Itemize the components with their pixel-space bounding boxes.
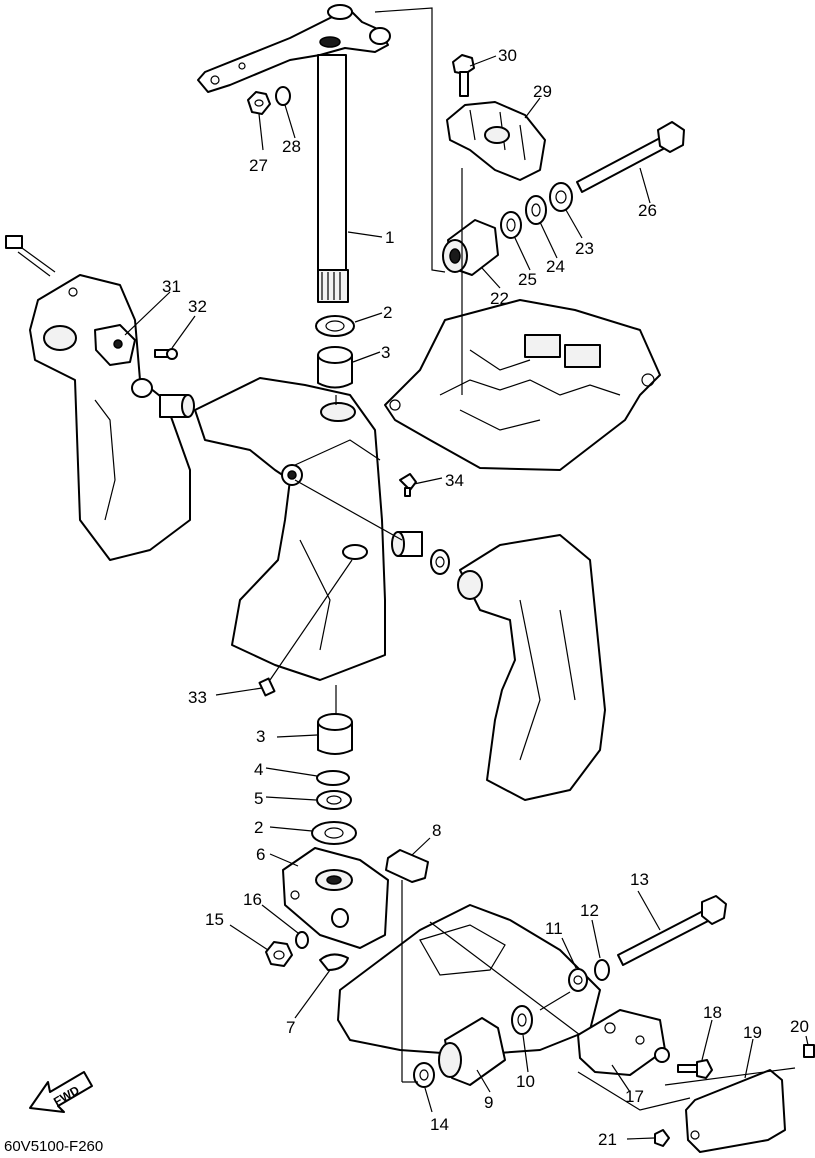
callout-2-bottom: 2 xyxy=(254,818,263,837)
mount-bracket-29 xyxy=(446,101,546,181)
callout-3-bottom: 3 xyxy=(256,727,265,746)
washer-18a xyxy=(654,1047,670,1063)
callout-26: 26 xyxy=(638,201,657,220)
forward-arrow-icon: FWD xyxy=(29,1071,93,1113)
right-bushing xyxy=(391,531,450,575)
bracket-17 xyxy=(577,1009,666,1076)
bush-3-top xyxy=(317,346,353,389)
callout-33: 33 xyxy=(188,688,207,707)
mount-rubber-22 xyxy=(442,219,499,276)
callout-25: 25 xyxy=(518,270,537,289)
washer-5 xyxy=(316,790,352,810)
callout-9: 9 xyxy=(484,1093,493,1112)
left-clamp-bracket xyxy=(29,274,191,561)
lower-mount-housing-6 xyxy=(282,847,389,949)
washer-25 xyxy=(500,211,522,239)
callout-1: 1 xyxy=(385,228,394,247)
steering-shaft xyxy=(317,54,349,303)
upper-casing xyxy=(384,299,661,471)
callout-leaders xyxy=(124,55,809,1140)
left-pin-and-collar xyxy=(131,378,195,418)
washer-28 xyxy=(275,86,291,106)
lower-casing-outline xyxy=(337,904,601,1056)
callout-8: 8 xyxy=(432,821,441,840)
callout-4: 4 xyxy=(254,760,263,779)
callout-30: 30 xyxy=(498,46,517,65)
nut-27 xyxy=(247,91,271,115)
callout-13: 13 xyxy=(630,870,649,889)
callout-29: 29 xyxy=(533,82,552,101)
bolt-18 xyxy=(677,1059,713,1079)
plate-8 xyxy=(385,849,429,883)
washer-16 xyxy=(295,931,309,949)
nut-15 xyxy=(265,941,293,967)
lower-mount-rubber-9 xyxy=(438,1017,506,1086)
callout-24: 24 xyxy=(546,257,565,276)
callout-12: 12 xyxy=(580,901,599,920)
callout-6: 6 xyxy=(256,845,265,864)
screw-33 xyxy=(258,677,276,697)
callout-15: 15 xyxy=(205,910,224,929)
bush-3-bottom xyxy=(317,713,353,755)
washer-11 xyxy=(568,968,588,992)
bush-2-bottom xyxy=(311,821,357,845)
callout-20: 20 xyxy=(790,1017,809,1036)
callout-10: 10 xyxy=(516,1072,535,1091)
callout-34: 34 xyxy=(445,471,464,490)
callout-3-top: 3 xyxy=(381,343,390,362)
callout-22: 22 xyxy=(490,289,509,308)
bolt-13 xyxy=(617,895,727,966)
callout-19: 19 xyxy=(743,1023,762,1042)
callout-31: 31 xyxy=(162,277,181,296)
bolt-30 xyxy=(452,54,475,97)
steering-arm xyxy=(197,4,391,93)
washer-10 xyxy=(511,1005,533,1035)
callout-11: 11 xyxy=(545,919,563,938)
screw-32 xyxy=(154,348,178,360)
callout-18: 18 xyxy=(703,1003,722,1022)
callout-numbers: 1 2 3 2 3 4 5 6 7 8 9 10 11 12 13 14 15 … xyxy=(162,46,809,1149)
callout-14: 14 xyxy=(430,1115,449,1134)
washer-23 xyxy=(549,182,573,212)
callout-28: 28 xyxy=(282,137,301,156)
right-clamp-bracket xyxy=(457,534,606,801)
drawing-code: 60V5100-F260 xyxy=(4,1138,103,1155)
washer-14 xyxy=(413,1062,435,1088)
bolt-26 xyxy=(576,121,685,193)
cap-20 xyxy=(803,1044,815,1058)
callout-2-top: 2 xyxy=(383,303,392,322)
cover-19 xyxy=(685,1069,786,1153)
bolt-21 xyxy=(654,1129,670,1147)
callout-17: 17 xyxy=(625,1087,644,1106)
grease-nipple-34 xyxy=(399,473,417,497)
bush-2-top xyxy=(315,315,355,337)
callout-5: 5 xyxy=(254,789,263,808)
washer-12 xyxy=(594,959,610,981)
clip-7 xyxy=(319,953,349,971)
assembly-lines xyxy=(269,7,796,1111)
wire-lead xyxy=(5,235,56,277)
callout-16: 16 xyxy=(243,890,262,909)
callout-23: 23 xyxy=(575,239,594,258)
callout-32: 32 xyxy=(188,297,207,316)
callout-7: 7 xyxy=(286,1018,295,1037)
callout-27: 27 xyxy=(249,156,268,175)
callout-21: 21 xyxy=(598,1130,617,1149)
swivel-bracket xyxy=(194,377,386,681)
o-ring-4 xyxy=(316,770,350,786)
washer-24 xyxy=(525,195,547,225)
